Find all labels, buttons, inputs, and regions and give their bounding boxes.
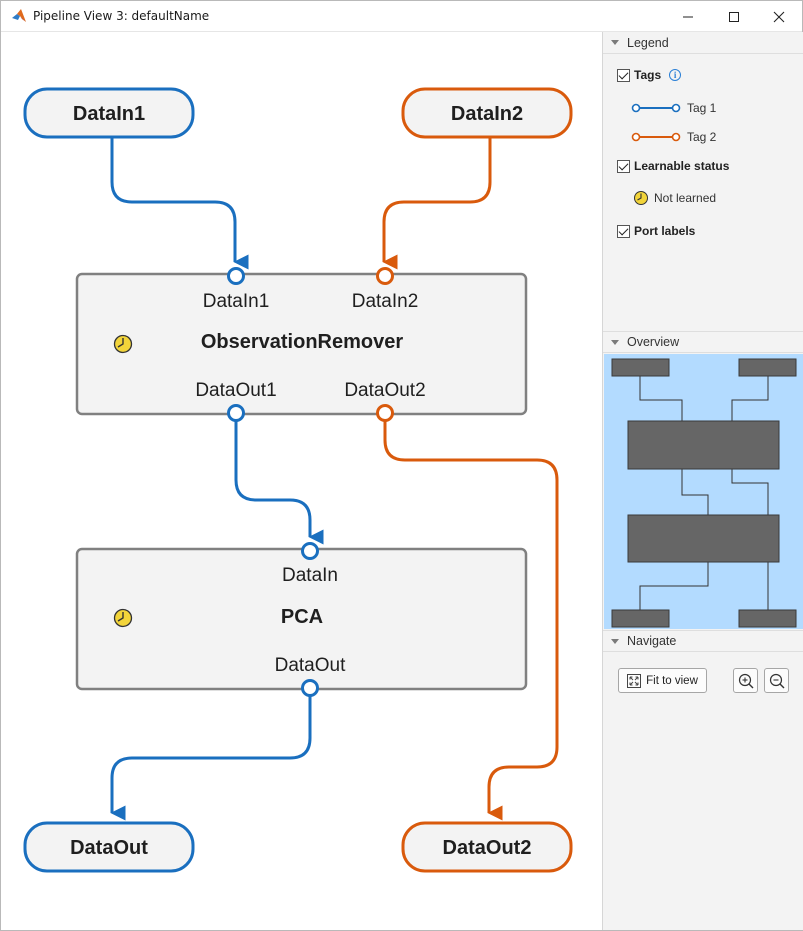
fit-to-view-label: Fit to view — [646, 674, 698, 687]
legend-tag-label: Tag 2 — [687, 130, 717, 144]
collapse-caret-icon — [611, 339, 619, 345]
not-learned-label: Not learned — [654, 191, 717, 205]
fit-to-view-button[interactable]: Fit to view — [618, 668, 707, 693]
port-labels-checkbox-row[interactable]: Port labels — [617, 223, 695, 239]
tag-1-swatch-icon — [631, 103, 681, 113]
minimize-button[interactable] — [665, 1, 711, 32]
minimize-icon — [683, 16, 693, 17]
legend-tag-label: Tag 1 — [687, 101, 717, 115]
legend-section-header[interactable]: Legend — [603, 32, 803, 54]
input-port-datain2[interactable] — [376, 267, 394, 285]
window-title: Pipeline View 3: defaultName — [33, 9, 210, 23]
tags-checkbox[interactable] — [617, 68, 630, 82]
port-label-out: DataOut1 — [195, 380, 276, 401]
port-label-out: DataOut — [275, 655, 346, 676]
maximize-icon — [729, 11, 739, 22]
component-node-pca[interactable]: DataIn PCA DataOut — [75, 542, 528, 697]
pipeline-graph: DataIn1 DataIn2 DataOut DataOut2 DataIn1… — [23, 87, 573, 873]
maximize-button[interactable] — [711, 1, 757, 32]
clock-icon — [634, 191, 648, 205]
navigate-section-header[interactable]: Navigate — [603, 630, 803, 652]
tags-checkbox-label: Tags — [634, 68, 662, 82]
overview-minimap[interactable] — [604, 354, 803, 629]
zoom-out-icon — [769, 673, 784, 688]
port-labels-checkbox[interactable] — [617, 224, 630, 238]
matlab-app-icon — [12, 9, 26, 22]
navigate-header-label: Navigate — [627, 634, 677, 648]
output-port-dataout[interactable] — [301, 679, 319, 697]
component-node-observationremover[interactable]: DataIn1 DataIn2 ObservationRemover DataO… — [75, 267, 528, 422]
port-labels-label: Port labels — [634, 224, 696, 238]
legend-tag-1: Tag 1 — [631, 100, 716, 116]
pipeline-canvas[interactable]: DataIn1 DataIn2 DataOut DataOut2 DataIn1… — [2, 32, 602, 930]
overview-header-label: Overview — [627, 335, 680, 349]
port-label-out: DataOut2 — [344, 380, 425, 401]
legend-tag-2: Tag 2 — [631, 129, 716, 145]
learnable-status-checkbox[interactable] — [617, 159, 630, 173]
edge-observationremover-to-pca[interactable] — [234, 414, 324, 545]
input-node-label: DataIn2 — [451, 103, 523, 125]
close-button[interactable] — [756, 1, 802, 32]
title-bar: Pipeline View 3: defaultName — [1, 1, 802, 32]
component-name: PCA — [281, 606, 323, 628]
overview-graph — [611, 358, 797, 628]
port-label-in: DataIn2 — [352, 291, 419, 312]
clock-icon — [113, 334, 133, 354]
close-icon — [773, 11, 785, 22]
collapse-caret-icon — [611, 40, 619, 45]
edge-datain2-to-observationremover[interactable] — [382, 138, 492, 270]
legend-not-learned: Not learned — [633, 190, 716, 206]
tags-checkbox-row[interactable]: Tags i — [617, 67, 682, 83]
input-node-datain1[interactable]: DataIn1 — [23, 87, 195, 139]
learnable-status-label: Learnable status — [634, 159, 730, 173]
input-node-label: DataIn1 — [73, 103, 145, 125]
zoom-out-button[interactable] — [764, 668, 789, 693]
input-node-datain2[interactable]: DataIn2 — [401, 87, 573, 139]
learnable-status-checkbox-row[interactable]: Learnable status — [617, 158, 729, 174]
clock-icon — [113, 608, 133, 628]
component-name: ObservationRemover — [201, 331, 404, 353]
input-port-datain1[interactable] — [227, 267, 245, 285]
output-node-dataout2[interactable]: DataOut2 — [401, 821, 573, 873]
legend-header-label: Legend — [627, 35, 669, 50]
tag-2-swatch-icon — [631, 132, 681, 142]
edge-observationremover-to-dataout2[interactable] — [383, 414, 559, 821]
edge-pca-to-dataout[interactable] — [110, 689, 312, 821]
output-node-label: DataOut2 — [443, 837, 532, 859]
zoom-in-icon — [738, 673, 753, 688]
side-panel: Legend Tags i Tag 1 — [602, 32, 803, 930]
input-port-datain[interactable] — [301, 542, 319, 560]
output-port-dataout2[interactable] — [376, 404, 394, 422]
port-label-in: DataIn — [282, 565, 338, 586]
zoom-in-button[interactable] — [733, 668, 758, 693]
output-port-dataout1[interactable] — [227, 404, 245, 422]
fit-to-view-icon — [627, 673, 642, 688]
overview-section-header[interactable]: Overview — [603, 331, 803, 353]
collapse-caret-icon — [611, 638, 619, 644]
edge-datain1-to-observationremover[interactable] — [110, 138, 249, 270]
output-node-label: DataOut — [70, 837, 148, 859]
info-icon[interactable]: i — [669, 69, 682, 81]
port-label-in: DataIn1 — [203, 291, 270, 312]
output-node-dataout[interactable]: DataOut — [23, 821, 195, 873]
